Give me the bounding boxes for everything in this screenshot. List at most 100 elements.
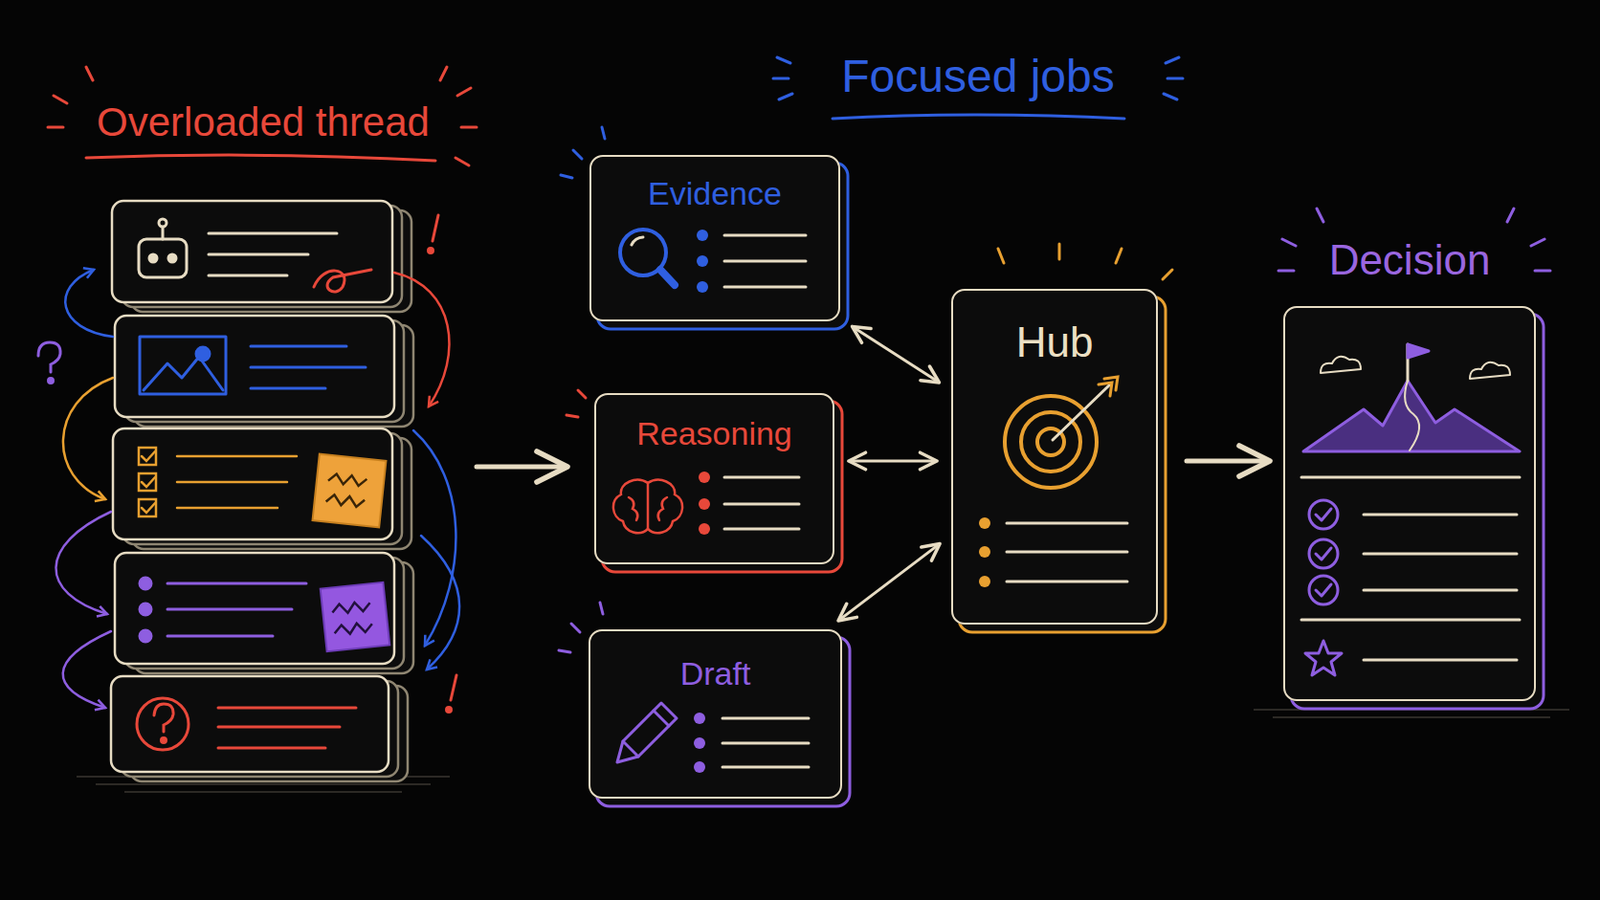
question-icon	[218, 707, 356, 711]
question-icon	[218, 726, 340, 730]
heading-burst	[1507, 208, 1514, 223]
thread-card-stack	[112, 428, 393, 540]
checklist-icon	[138, 473, 156, 491]
summit-icon	[1315, 548, 1332, 560]
image-icon	[250, 366, 366, 370]
summit-icon	[1309, 500, 1338, 530]
heading-burst	[1282, 239, 1296, 246]
summit-icon	[1301, 477, 1520, 621]
magnifier-icon	[620, 229, 806, 293]
thread-card-stack	[111, 676, 389, 773]
robot-icon	[208, 232, 337, 236]
magnifier-icon	[660, 269, 675, 286]
heading-burst	[573, 150, 582, 159]
magnifier-icon	[724, 286, 806, 289]
bullet-list	[139, 577, 307, 643]
magnifier-icon	[631, 237, 644, 245]
tangle-arrows	[63, 377, 113, 500]
node-title: Draft	[590, 656, 841, 692]
brain-icon	[724, 476, 800, 480]
robot-icon	[149, 254, 157, 263]
bullet-list	[139, 630, 152, 643]
brain-icon	[724, 477, 800, 530]
heading-burst	[86, 66, 93, 81]
summit-icon	[1315, 584, 1332, 597]
tangle-arrows	[55, 511, 112, 615]
sticky-note	[333, 622, 374, 636]
question-icon	[136, 698, 189, 751]
job-card: Reasoning	[594, 393, 835, 565]
link-arrow	[839, 544, 939, 621]
brain-icon	[646, 483, 650, 530]
question-icon	[161, 738, 167, 744]
bullet-list	[139, 577, 152, 590]
summit-icon	[1320, 356, 1361, 374]
node-title: Evidence	[591, 176, 839, 212]
summit-icon	[1303, 380, 1520, 452]
heading-burst	[600, 602, 603, 615]
node-title: Overloaded thread	[0, 100, 546, 145]
checklist-icon	[138, 447, 297, 517]
pencil-icon	[722, 742, 809, 746]
brain-icon	[613, 471, 800, 535]
image-icon	[143, 356, 223, 391]
question-icon	[136, 698, 356, 751]
robot-icon	[168, 254, 177, 263]
thread-card-stack	[114, 553, 395, 665]
alert-marks	[48, 378, 54, 384]
heading-burst	[1316, 208, 1324, 223]
image-icon	[250, 345, 347, 349]
summit-icon	[1469, 362, 1511, 379]
summit-icon	[1305, 500, 1342, 676]
alert-marks	[446, 708, 452, 713]
section-heading: Focused jobs	[841, 51, 1115, 103]
heading-burst	[86, 155, 436, 161]
summit-icon	[1315, 509, 1332, 521]
target-icon	[1006, 580, 1128, 584]
brain-icon	[698, 498, 711, 511]
heading-burst	[457, 88, 471, 96]
heading-burst	[560, 175, 573, 178]
heading-burst	[601, 127, 605, 139]
target-icon	[1006, 551, 1128, 555]
target-icon	[1006, 523, 1128, 582]
heading-burst	[778, 93, 793, 100]
heading-burst	[566, 390, 586, 418]
robot-icon	[161, 227, 165, 240]
summit-icon	[1363, 589, 1517, 593]
heading-burst	[455, 157, 469, 166]
tangle-arrows	[394, 272, 449, 407]
heading-burst	[1162, 269, 1173, 280]
robot-icon	[313, 269, 372, 292]
heading-burst	[1534, 269, 1551, 273]
hub-card: Hub	[951, 288, 1158, 625]
bullet-list	[167, 608, 292, 612]
bullet-list	[139, 603, 152, 616]
heading-burst	[571, 623, 580, 633]
magnifier-icon	[724, 260, 806, 264]
heading-burst	[777, 57, 791, 64]
robot-icon	[208, 274, 288, 278]
summit-icon	[1363, 553, 1517, 556]
magnifier-icon	[724, 235, 806, 288]
checklist-icon	[138, 499, 156, 517]
target-icon	[1006, 522, 1128, 526]
heading-burst	[832, 114, 1125, 119]
magnifier-icon	[696, 281, 709, 293]
pencil-icon	[722, 766, 809, 770]
brain-icon	[698, 523, 711, 535]
summit-icon	[1309, 539, 1338, 569]
summit-icon	[1363, 513, 1517, 517]
pencil-icon	[617, 703, 677, 763]
heading-burst	[1278, 269, 1294, 273]
thread-card-stack	[111, 200, 393, 303]
image-icon	[196, 347, 210, 361]
brain-icon	[698, 471, 711, 484]
thread-card-stack	[111, 200, 395, 773]
summit-icon	[1305, 641, 1342, 676]
question-icon	[154, 704, 174, 733]
checklist-icon	[177, 455, 297, 459]
ground-hatch	[124, 791, 402, 794]
sticky-note	[312, 454, 387, 529]
summit-icon	[1301, 476, 1520, 480]
